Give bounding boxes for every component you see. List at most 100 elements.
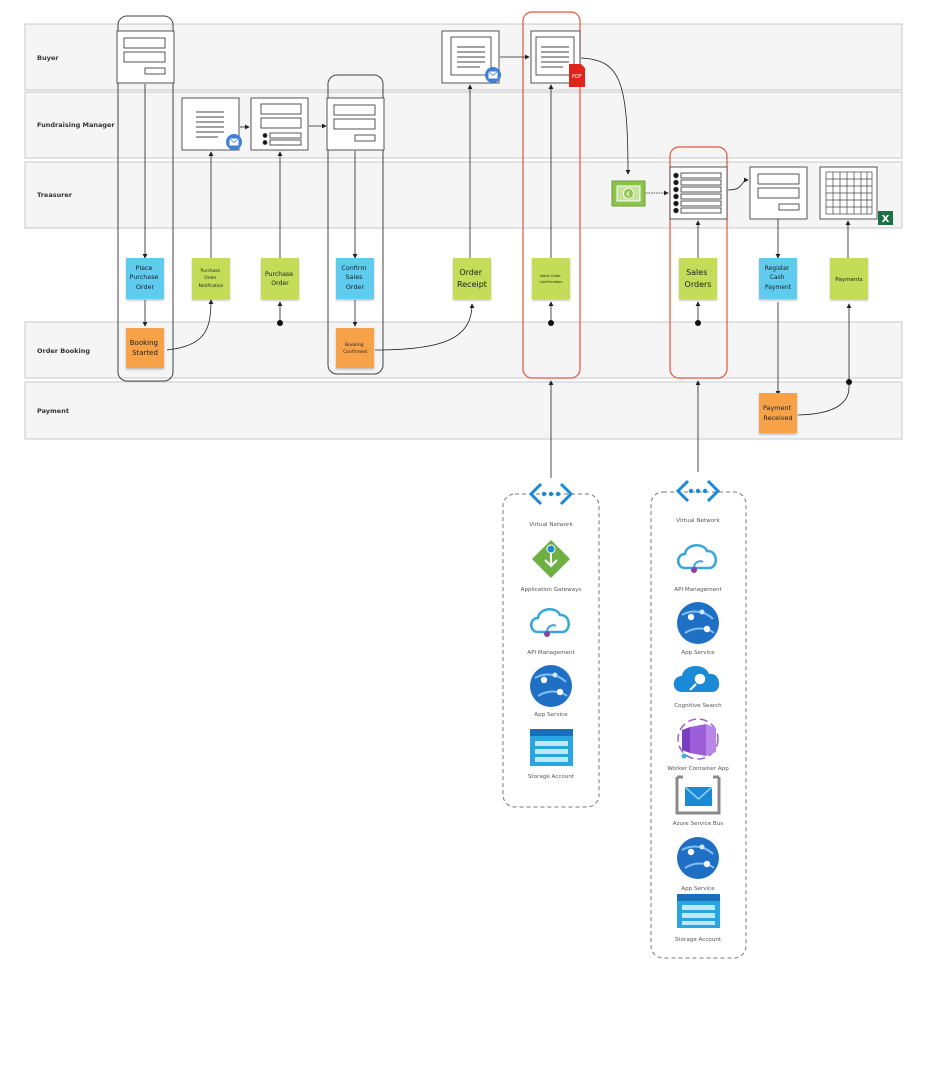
note-place-purchase-order xyxy=(126,258,164,299)
service-label-app-service-2: App Service xyxy=(681,886,715,892)
lane-label-payment: Payment xyxy=(37,407,69,415)
list-form-window-icon xyxy=(250,97,309,151)
note-text-sales-orders: Sales Orders xyxy=(685,268,712,289)
currency-symbol: € xyxy=(626,191,630,199)
sales-orders-list-icon xyxy=(669,166,728,220)
app-service-icon xyxy=(677,837,719,879)
service-label-storage-account: Storage Account xyxy=(528,774,575,780)
note-line: Payment xyxy=(763,404,791,412)
note-labels: Place Purchase Order Purchase Order Noti… xyxy=(129,264,862,422)
service-stack-left: Virtual Network Application Gateways API… xyxy=(521,482,582,780)
note-line: Confirmation xyxy=(539,280,562,284)
note-line: Register xyxy=(765,265,790,272)
note-line: Booking xyxy=(130,339,158,347)
group-outlines xyxy=(117,11,728,382)
note-line: Place xyxy=(135,264,152,272)
app-service-icon xyxy=(530,665,572,707)
lane-label-treasurer: Treasurer xyxy=(37,191,73,199)
virtual-network-icon xyxy=(528,482,574,506)
note-line: Sales xyxy=(686,268,707,277)
note-text-payment-received: Payment Received xyxy=(763,404,793,422)
service-label-app-service: App Service xyxy=(681,650,715,656)
note-line: Order xyxy=(271,280,289,287)
sticky-notes xyxy=(126,258,868,433)
connector-dots xyxy=(277,320,852,385)
mail-icon xyxy=(226,134,242,150)
service-label-virtual-network: Virtual Network xyxy=(676,518,720,524)
group-confirm-order xyxy=(327,74,384,375)
note-booking-confirmed xyxy=(336,328,374,368)
pdf-badge-label: PDF xyxy=(572,74,582,80)
group-place-order xyxy=(117,15,174,382)
swimlanes: Buyer Fundraising Manager Treasurer Orde… xyxy=(24,23,903,440)
note-line: Cash xyxy=(770,274,785,281)
group-sales-order-confirmation xyxy=(522,11,581,379)
connectors xyxy=(142,54,852,478)
note-text-confirm-sales-order: Confirm Sales Order xyxy=(341,264,368,291)
worker-container-app-icon xyxy=(677,718,719,760)
ui-mockups xyxy=(116,30,878,220)
service-label-worker-container-app: Worker Container App xyxy=(667,766,729,772)
service-label-application-gateways: Application Gateways xyxy=(521,587,582,593)
note-line: Payment xyxy=(765,284,792,291)
service-label-api-management: API Management xyxy=(674,587,722,593)
note-line: Order xyxy=(346,283,365,291)
lane-fundraising-manager xyxy=(24,91,903,159)
note-sales-order-confirmation xyxy=(532,258,570,299)
service-label-app-service: App Service xyxy=(534,712,568,718)
note-text-register-cash-payment: Register Cash Payment xyxy=(765,265,792,291)
note-text-payments: Payments xyxy=(835,277,862,283)
note-line: Confirmed xyxy=(343,349,367,355)
note-text-booking-confirmed: Booking Confirmed xyxy=(343,342,367,355)
note-text-purchase-order: Purchase Order xyxy=(265,271,295,287)
note-line: Sales Order xyxy=(540,274,561,278)
note-purchase-order xyxy=(261,258,299,299)
cognitive-search-icon xyxy=(673,665,720,692)
note-line: Booking xyxy=(345,342,364,348)
lane-payment xyxy=(24,381,903,440)
note-text-booking-started: Booking Started xyxy=(130,339,160,357)
service-label-api-management: API Management xyxy=(527,650,575,656)
note-line: Purchase xyxy=(129,273,158,281)
note-text-purchase-order-notification: Purchase Order Notification xyxy=(199,268,224,289)
note-line: Order xyxy=(459,268,482,277)
note-payment-received xyxy=(759,393,797,433)
lane-label-fundraising-manager: Fundraising Manager xyxy=(37,121,115,129)
note-text-sales-order-confirmation: Sales Order Confirmation xyxy=(539,274,562,284)
note-sales-orders xyxy=(679,258,717,299)
mail-icon xyxy=(485,67,501,83)
note-order-receipt xyxy=(453,258,491,299)
lane-label-buyer: Buyer xyxy=(37,54,59,62)
note-line: Order xyxy=(204,275,216,281)
note-line: Order xyxy=(136,283,155,291)
lane-label-order-booking: Order Booking xyxy=(37,347,90,355)
note-line: Orders xyxy=(685,280,712,289)
service-label-virtual-network: Virtual Network xyxy=(529,522,573,528)
note-line: Notification xyxy=(199,283,224,289)
note-purchase-order-notification xyxy=(192,258,230,299)
note-line: Sales xyxy=(345,273,363,281)
note-line: Confirm xyxy=(341,264,366,272)
lane-order-booking xyxy=(24,321,903,379)
app-service-icon xyxy=(677,602,719,644)
note-text-place-purchase-order: Place Purchase Order xyxy=(129,264,160,291)
group-sales-orders xyxy=(669,146,728,379)
excel-badge-label: X xyxy=(882,214,890,225)
excel-icon: X xyxy=(878,211,893,225)
service-stack-right: Virtual Network API Management App Servi… xyxy=(667,479,729,943)
note-confirm-sales-order xyxy=(336,258,374,299)
confirm-form-window-icon xyxy=(326,97,385,151)
storage-account-icon xyxy=(677,894,720,928)
spreadsheet-window-icon xyxy=(819,166,878,220)
note-register-cash-payment xyxy=(759,258,797,299)
note-text-order-receipt: Order Receipt xyxy=(457,268,487,289)
note-line: Purchase xyxy=(201,268,221,274)
note-booking-started xyxy=(126,328,164,368)
service-label-storage-account: Storage Account xyxy=(675,937,722,943)
note-line: Purchase xyxy=(265,271,293,278)
virtual-network-icon xyxy=(675,479,721,503)
form-window-icon xyxy=(116,30,175,84)
application-gateway-icon xyxy=(532,540,570,578)
pdf-icon: PDF xyxy=(569,64,585,87)
